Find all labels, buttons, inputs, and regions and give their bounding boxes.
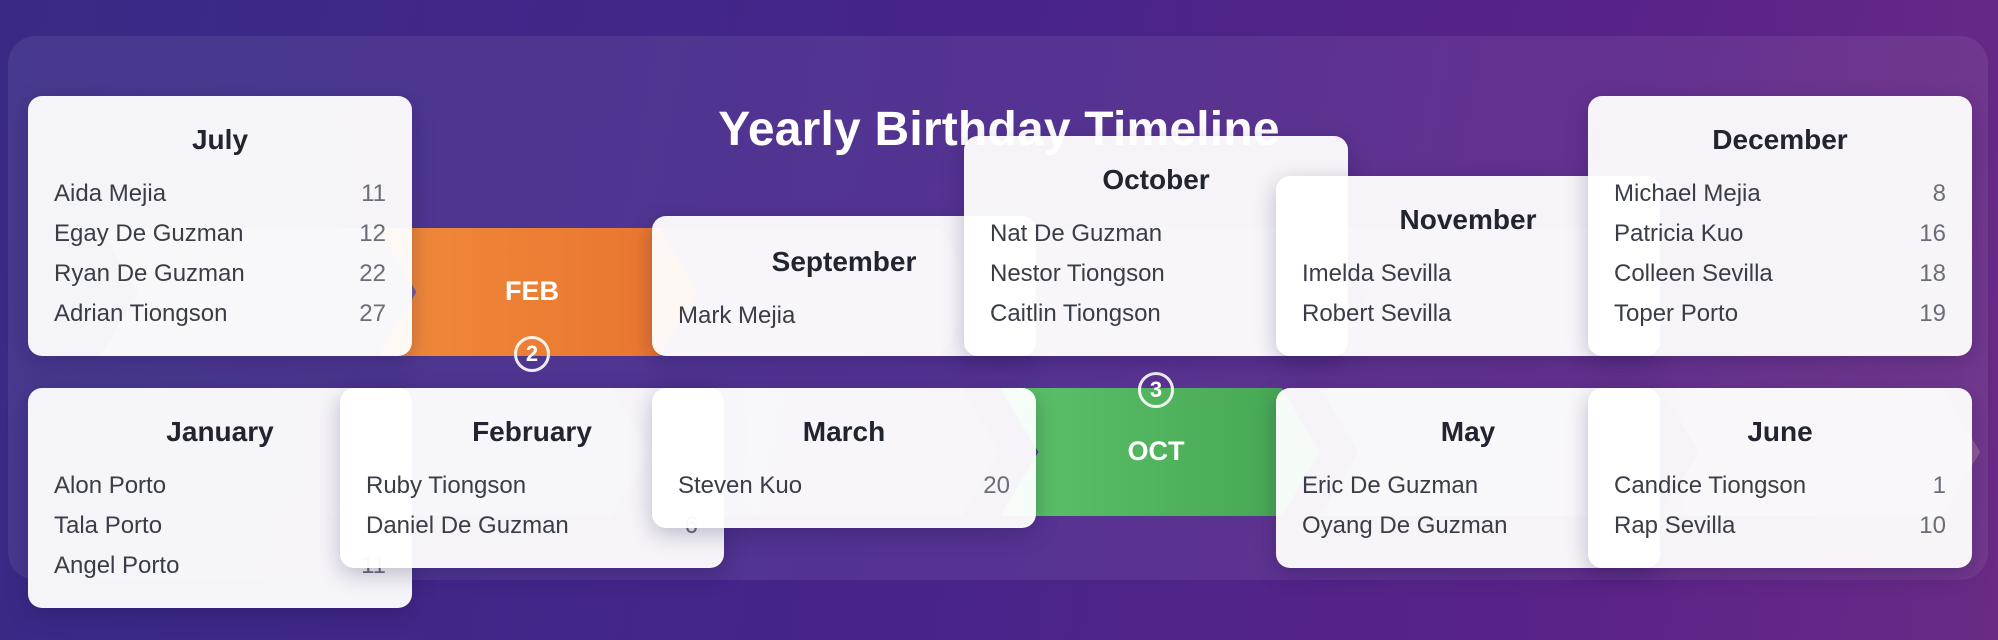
list-item: Daniel De Guzman6 <box>366 512 698 539</box>
list-item: Mark Mejia <box>678 302 796 329</box>
month-title: May <box>1440 416 1496 447</box>
list-item: Caitlin Tiongson <box>990 300 1161 327</box>
month-title: July <box>191 124 249 155</box>
list-item: Tala Porto <box>54 512 163 539</box>
chevron-feb-number: 2 <box>514 336 550 372</box>
list-item: Robert Sevilla <box>1302 300 1452 327</box>
list-item: Angel Porto11 <box>54 552 386 579</box>
list-item: Nat De Guzman <box>990 220 1163 247</box>
month-title: November <box>1399 204 1537 235</box>
month-title: October <box>1102 164 1210 195</box>
list-item: Ruby Tiongson <box>366 472 527 499</box>
month-title: December <box>1712 124 1848 155</box>
chevron-feb-label: FEB <box>505 276 559 306</box>
list-item: Nestor Tiongson <box>990 260 1165 287</box>
chevron-oct-label: OCT <box>1127 436 1185 466</box>
month-title: June <box>1747 416 1813 447</box>
chevron-oct <box>1000 388 1320 516</box>
list-item: Imelda Sevilla <box>1302 260 1452 287</box>
list-item: Oyang De Guzman <box>1302 512 1508 539</box>
list-item: Eric De Guzman <box>1302 472 1479 499</box>
month-title: January <box>166 416 274 447</box>
chevron-oct-number: 3 <box>1138 372 1174 408</box>
chevron-feb <box>378 228 698 356</box>
list-item: Alon Porto <box>54 472 167 499</box>
month-title: February <box>472 416 592 447</box>
month-title: September <box>771 246 917 277</box>
month-title: March <box>802 416 886 447</box>
